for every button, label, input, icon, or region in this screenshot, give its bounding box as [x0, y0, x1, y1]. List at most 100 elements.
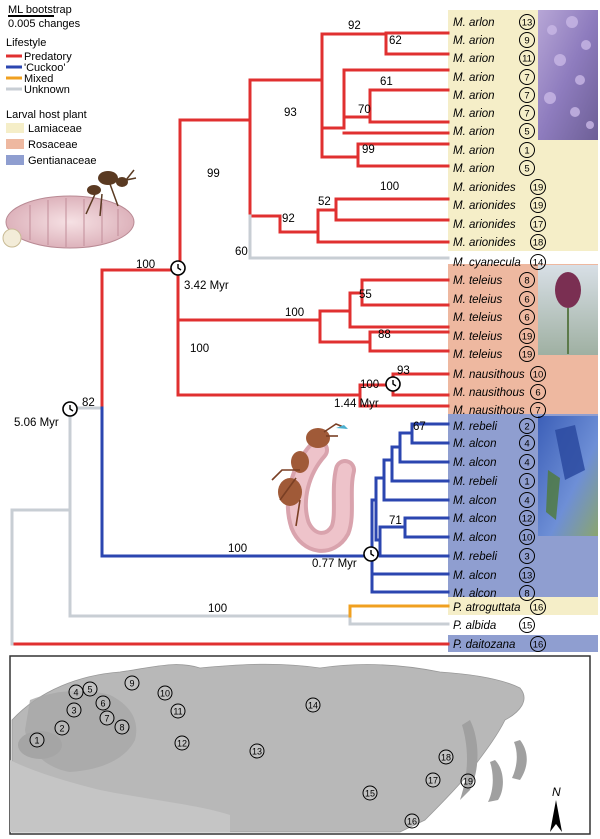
map-location-number: 13	[252, 747, 262, 757]
taxon-name: M. arionides	[453, 237, 516, 249]
legend-mixed: Mixed	[24, 73, 53, 85]
north-arrow: N	[550, 785, 562, 832]
map-location-number: 14	[308, 701, 318, 711]
bootstrap-label: 71	[389, 515, 402, 527]
map-location-circle	[170, 703, 186, 719]
location-circle	[519, 346, 535, 362]
location-number: 8	[524, 589, 529, 600]
legend-predatory: Predatory	[24, 51, 72, 63]
legend-lamiaceae: Lamiaceae	[28, 123, 82, 135]
clock-icon	[385, 376, 401, 392]
bootstrap-label: 100	[285, 307, 304, 319]
bootstrap-label: 61	[380, 76, 393, 88]
date-label: 5.06 Myr	[14, 417, 59, 429]
location-circle	[519, 567, 535, 583]
map-location-number: 10	[160, 689, 170, 699]
location-circle	[519, 492, 535, 508]
taxon-name: M. arionides	[453, 219, 516, 231]
location-number: 5	[524, 164, 529, 175]
taxon-name: M. arion	[453, 90, 495, 102]
location-circle	[530, 402, 546, 418]
location-circle	[519, 160, 535, 176]
ant-with-larva-illustration	[2, 169, 137, 249]
bootstrap-label: 93	[397, 365, 410, 377]
location-circle	[530, 216, 546, 232]
bootstrap-label: 55	[359, 289, 372, 301]
map-location-number: 1	[34, 736, 39, 746]
legend: Lifestyle Predatory 'Cuckoo' Mixed Unkno…	[6, 37, 97, 167]
lifestyle-title: Lifestyle	[6, 37, 46, 49]
location-circle	[519, 454, 535, 470]
map-location-number: 9	[129, 679, 134, 689]
map-location-circle	[404, 813, 420, 829]
taxon-name: M. alcon	[453, 588, 496, 600]
taxon-name: M. arionides	[453, 182, 516, 194]
bootstrap-label: 52	[318, 196, 331, 208]
map-location-circle	[157, 685, 173, 701]
taxon-name: M. arion	[453, 53, 495, 65]
host-title: Larval host plant	[6, 109, 87, 121]
map-location-circle	[249, 743, 265, 759]
location-number: 1	[524, 477, 529, 488]
location-number: 19	[522, 350, 533, 361]
location-circle	[530, 636, 546, 652]
location-circle	[519, 87, 535, 103]
date-label: 3.42 Myr	[184, 280, 229, 292]
taxon-name: M. arion	[453, 163, 495, 175]
location-number: 5	[524, 127, 529, 138]
location-circle	[519, 14, 535, 30]
location-circle	[519, 435, 535, 451]
map-location-number: 18	[441, 753, 451, 763]
location-circle	[519, 32, 535, 48]
taxon-name: P. atroguttata	[453, 602, 521, 614]
map-location-circle	[66, 702, 82, 718]
location-circle	[519, 328, 535, 344]
bootstrap-label: 82	[82, 397, 95, 409]
location-number: 19	[533, 201, 544, 212]
location-number: 3	[524, 552, 529, 563]
location-circle	[519, 529, 535, 545]
thyme-flower-photo	[538, 10, 598, 140]
location-number: 6	[535, 388, 540, 399]
map-location-circle	[99, 710, 115, 726]
location-number: 6	[524, 313, 529, 324]
location-number: 1	[524, 146, 529, 157]
taxon-name: M. alcon	[453, 570, 496, 582]
location-number: 6	[524, 295, 529, 306]
taxon-name: M. arionides	[453, 200, 516, 212]
location-circle	[519, 142, 535, 158]
bootstrap-label: 60	[235, 246, 248, 258]
clock-icon	[62, 401, 78, 417]
location-number: 18	[533, 238, 544, 249]
location-circle	[530, 599, 546, 615]
location-number: 14	[533, 258, 544, 269]
location-number: 7	[524, 91, 529, 102]
scale-bar-value: 0.005 changes	[8, 18, 81, 30]
location-circle	[519, 291, 535, 307]
location-number: 19	[533, 183, 544, 194]
location-number: 16	[533, 603, 544, 614]
map-location-number: 17	[428, 776, 438, 786]
location-circle	[519, 548, 535, 564]
location-circle	[530, 234, 546, 250]
bootstrap-label: 100	[190, 343, 209, 355]
location-circle	[519, 309, 535, 325]
location-number: 4	[524, 439, 529, 450]
map-location-number: 8	[119, 723, 124, 733]
phylogenetic-tree	[10, 31, 450, 646]
map-location-number: 11	[173, 707, 182, 717]
location-number: 4	[524, 458, 529, 469]
map-location-number: 5	[87, 685, 92, 695]
location-number: 9	[524, 36, 529, 47]
location-number: 13	[522, 571, 533, 582]
bootstrap-label: 70	[358, 104, 371, 116]
map-location-circle	[124, 675, 140, 691]
map-location-circle	[95, 695, 111, 711]
map-location-circle	[305, 697, 321, 713]
taxon-name: P. albida	[453, 620, 496, 632]
taxon-name: M. alcon	[453, 457, 496, 469]
north-label: N	[552, 785, 561, 799]
